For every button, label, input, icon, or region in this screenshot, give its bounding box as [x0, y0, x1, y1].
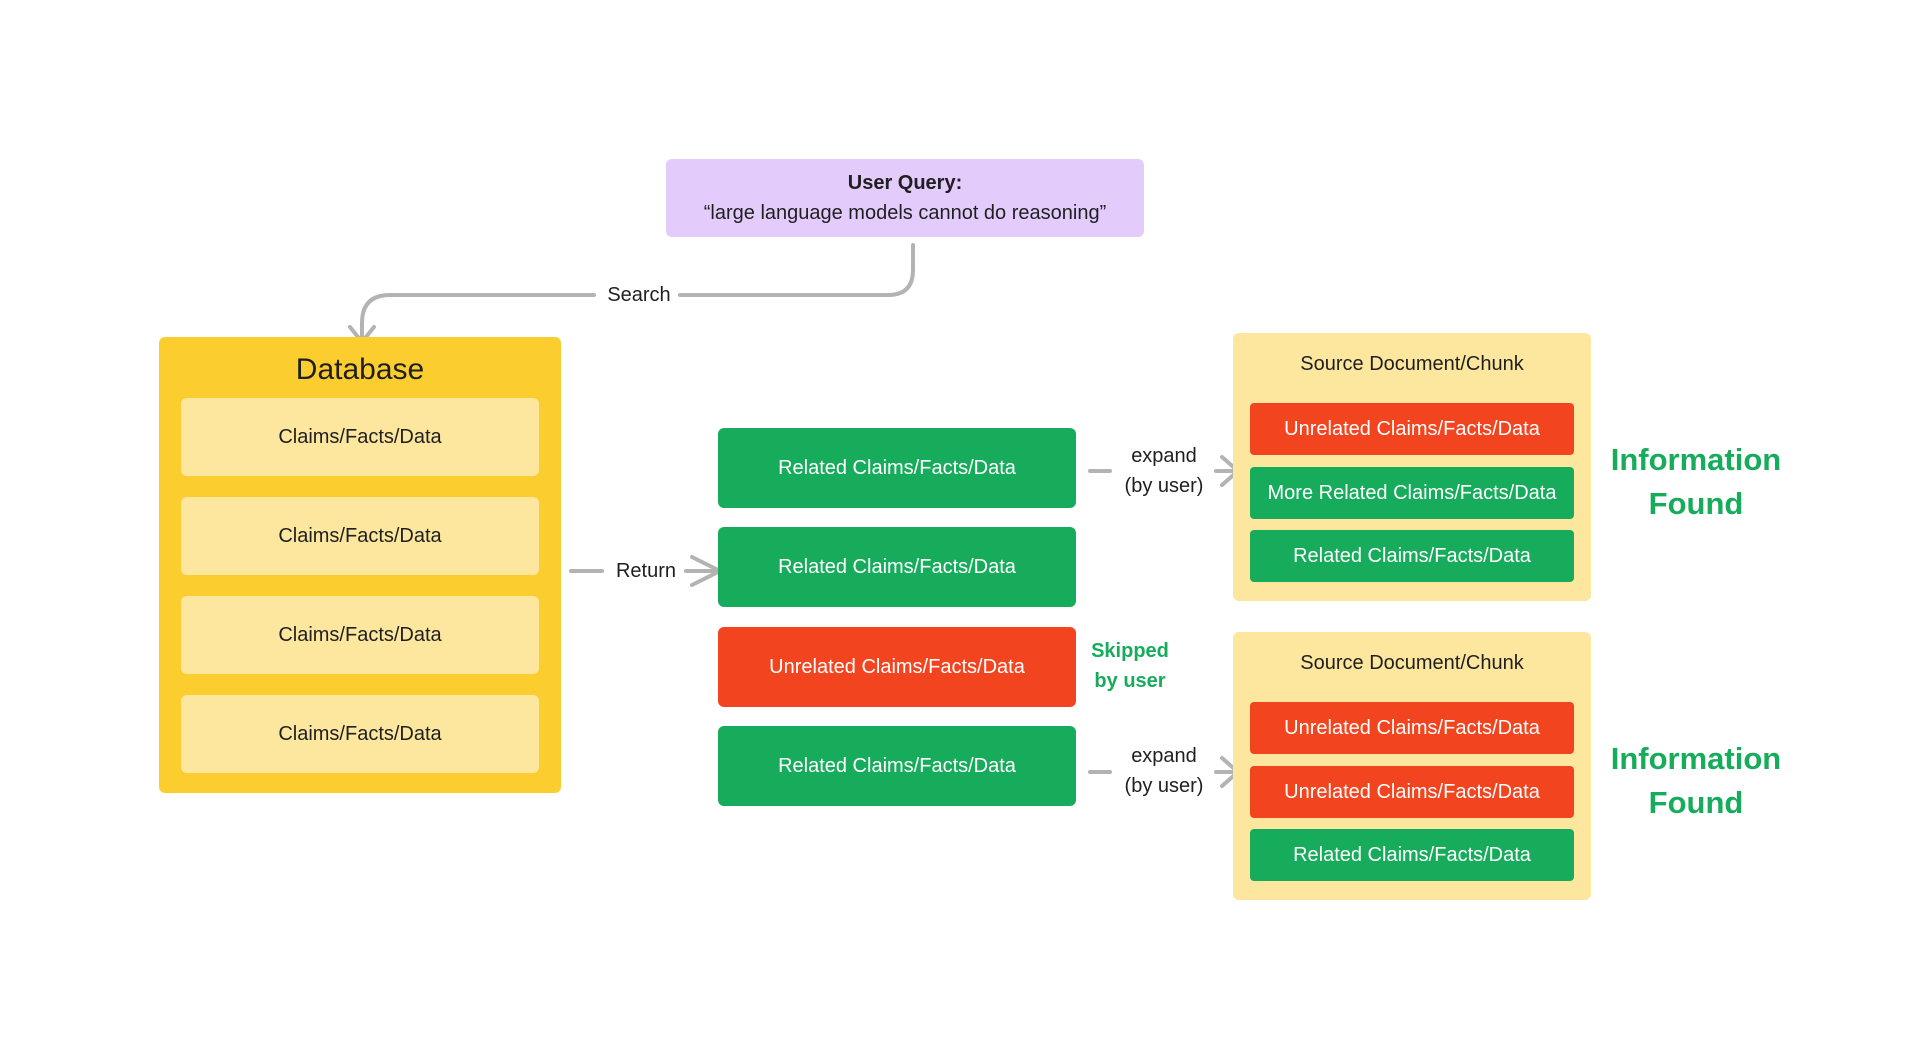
search-arrow — [678, 243, 915, 297]
source-1-item-1: Unrelated Claims/Facts/Data — [1250, 403, 1574, 455]
database-item: Claims/Facts/Data — [181, 497, 539, 575]
expand-label-2-line2: (by user) — [1124, 775, 1204, 797]
result-item-3: Unrelated Claims/Facts/Data — [718, 627, 1076, 707]
return-label: Return — [615, 560, 677, 582]
search-arrow-tail — [360, 293, 596, 344]
skipped-line-1: Skipped — [1091, 640, 1169, 662]
information-found-1: Information Found — [1606, 438, 1786, 526]
expand-label-1-line1: expand — [1131, 445, 1197, 467]
expand-label-2: expand (by user) — [1112, 741, 1216, 801]
result-item-1: Related Claims/Facts/Data — [718, 428, 1076, 508]
source-document-2: Source Document/Chunk Unrelated Claims/F… — [1233, 632, 1591, 900]
user-query-text: “large language models cannot do reasoni… — [703, 202, 1107, 224]
user-query-title: User Query: — [847, 172, 963, 194]
information-found-1-line2: Found — [1648, 486, 1744, 521]
source-1-item-2: More Related Claims/Facts/Data — [1250, 467, 1574, 519]
database-title: Database — [295, 353, 425, 386]
database-item: Claims/Facts/Data — [181, 695, 539, 773]
expand-label-1: expand (by user) — [1112, 441, 1216, 501]
expand-label-1-line2: (by user) — [1124, 475, 1204, 497]
database-node: Database Claims/Facts/Data Claims/Facts/… — [159, 337, 561, 793]
source-document-title: Source Document/Chunk — [1300, 353, 1524, 375]
database-item: Claims/Facts/Data — [181, 596, 539, 674]
result-item-4: Related Claims/Facts/Data — [718, 726, 1076, 806]
expand-label-2-line1: expand — [1131, 745, 1197, 767]
database-item: Claims/Facts/Data — [181, 398, 539, 476]
user-query-node: User Query: “large language models canno… — [666, 159, 1144, 237]
source-1-item-3: Related Claims/Facts/Data — [1250, 530, 1574, 582]
information-found-2: Information Found — [1606, 737, 1786, 825]
information-found-2-line2: Found — [1648, 785, 1744, 820]
source-document-title: Source Document/Chunk — [1300, 652, 1524, 674]
source-document-1: Source Document/Chunk Unrelated Claims/F… — [1233, 333, 1591, 601]
information-found-1-line1: Information — [1610, 442, 1782, 477]
source-2-item-1: Unrelated Claims/Facts/Data — [1250, 702, 1574, 754]
source-2-item-3: Related Claims/Facts/Data — [1250, 829, 1574, 881]
skipped-note: Skipped by user — [1080, 636, 1180, 696]
search-label: Search — [607, 284, 671, 306]
information-found-2-line1: Information — [1610, 741, 1782, 776]
skipped-line-2: by user — [1094, 670, 1166, 692]
result-item-2: Related Claims/Facts/Data — [718, 527, 1076, 607]
source-2-item-2: Unrelated Claims/Facts/Data — [1250, 766, 1574, 818]
